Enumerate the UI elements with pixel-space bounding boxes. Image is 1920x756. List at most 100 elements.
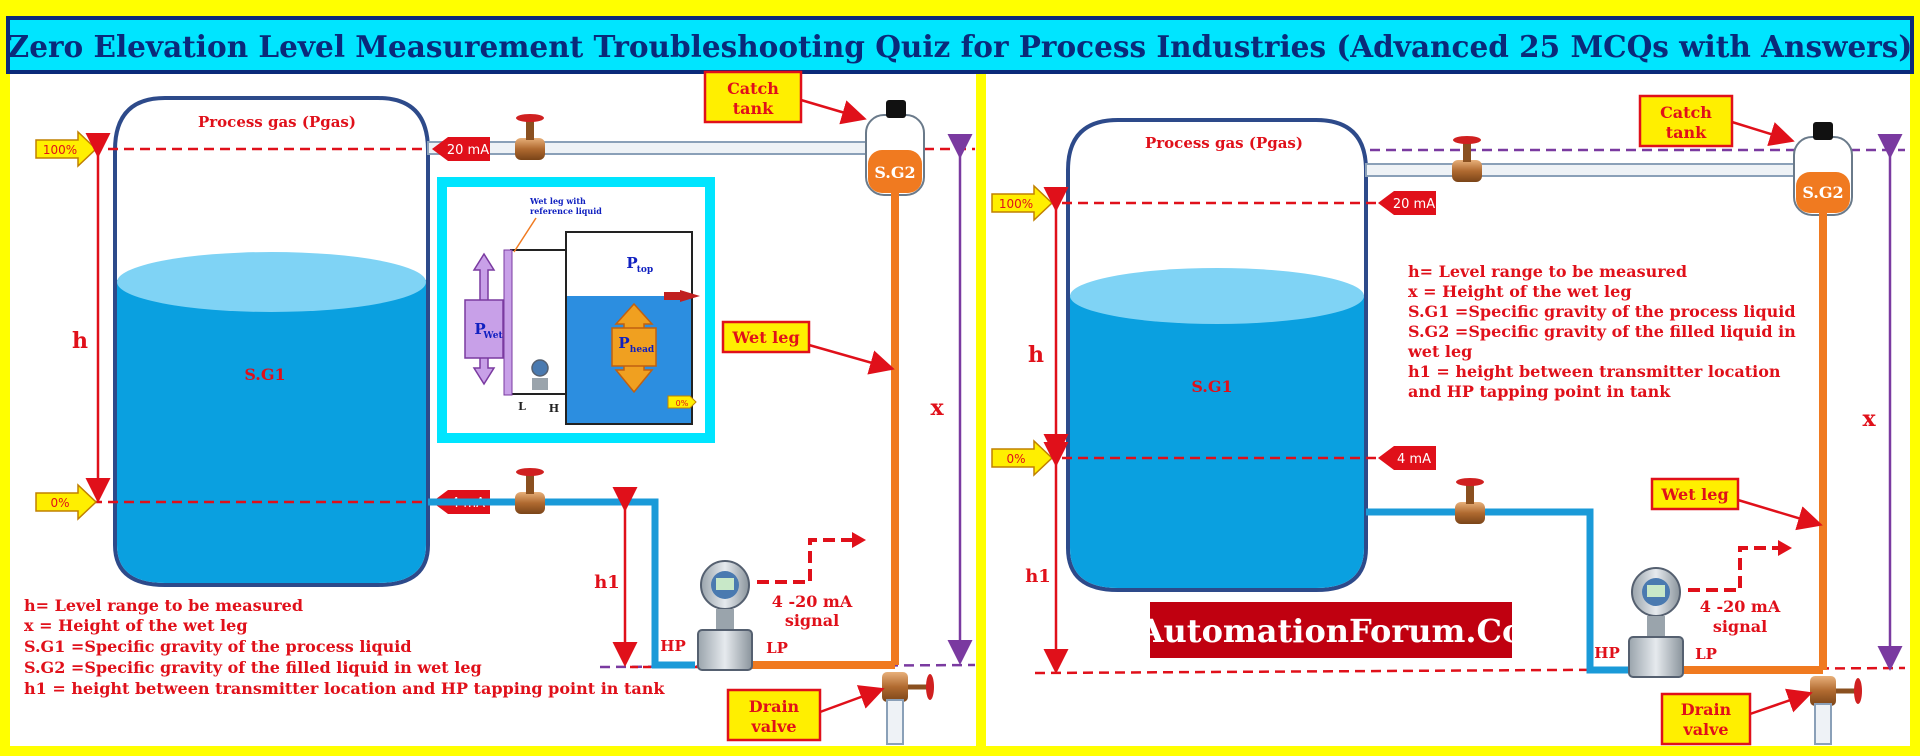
gas-pipe bbox=[1365, 163, 1815, 177]
signal-label-1: 4 -20 mA bbox=[1700, 597, 1781, 616]
legend-line: wet leg bbox=[1407, 342, 1472, 361]
drain-valve bbox=[882, 672, 934, 745]
ma-20-tag bbox=[1378, 191, 1436, 215]
wet-leg-pointer bbox=[1737, 498, 1823, 531]
transmitter-level-line bbox=[599, 663, 976, 669]
h1-label: h1 bbox=[1025, 566, 1051, 587]
p-wet-sub: Wet bbox=[482, 331, 503, 341]
catch-tank-label-1: Catch bbox=[1660, 103, 1712, 122]
tank-label: Process gas (Pgas) bbox=[198, 113, 356, 131]
inset-l-label: L bbox=[518, 400, 526, 413]
signal-label-2: signal bbox=[1713, 617, 1767, 636]
level-0-label: 0% bbox=[50, 496, 69, 510]
wet-leg-label: Wet leg bbox=[731, 328, 799, 347]
liquid-label: S.G1 bbox=[244, 365, 285, 384]
catch-tank-label-1: Catch bbox=[727, 79, 779, 98]
wet-leg-callout bbox=[721, 320, 811, 354]
drain-label-2: valve bbox=[1682, 720, 1728, 739]
ma-20-label: 20 mA bbox=[447, 143, 489, 158]
x-label: x bbox=[1862, 406, 1876, 432]
drain-label-1: Drain bbox=[1681, 700, 1732, 719]
sg2-label: S.G2 bbox=[874, 163, 915, 182]
inset-transmitter-base bbox=[532, 378, 548, 390]
dp-transmitter bbox=[697, 560, 753, 671]
signal-line bbox=[1688, 546, 1784, 592]
catch-tank-callout bbox=[1638, 94, 1734, 148]
drain-valve-callout bbox=[1660, 692, 1752, 746]
catch-tank-pointer bbox=[800, 98, 867, 125]
drain-label-1: Drain bbox=[749, 697, 800, 716]
drain-valve-callout bbox=[726, 688, 822, 742]
hp-label: HP bbox=[660, 637, 685, 655]
left-diagram: Process gas (Pgas) S.G1 100% 0% h 20 mA … bbox=[24, 70, 976, 745]
signal-line bbox=[757, 538, 858, 584]
right-diagram: Process gas (Pgas) S.G1 100% 0% h h1 20 … bbox=[991, 94, 1906, 746]
catch-tank-label-2: tank bbox=[1666, 123, 1707, 142]
x-label: x bbox=[930, 395, 944, 421]
note-pointer bbox=[513, 217, 537, 253]
wet-leg-note-2: reference liquid bbox=[530, 206, 602, 216]
process-liquid bbox=[117, 280, 426, 583]
drain-pointer bbox=[819, 685, 885, 714]
inset-zero-label: 0% bbox=[676, 399, 689, 408]
title-bar bbox=[6, 16, 1914, 74]
legend-line: x = Height of the wet leg bbox=[24, 616, 248, 635]
lower-isolation-valve bbox=[515, 468, 545, 514]
wet-leg-label: Wet leg bbox=[1660, 485, 1728, 504]
catch-tank: S.G2 bbox=[865, 100, 925, 196]
legend-line: S.G2 =Specific gravity of the filled liq… bbox=[24, 658, 482, 677]
right-legend: h= Level range to be measured x = Height… bbox=[1407, 262, 1796, 401]
tank-label: Process gas (Pgas) bbox=[1145, 134, 1303, 152]
signal-arrowhead bbox=[1778, 540, 1792, 556]
ma-4-label: 4 mA bbox=[1397, 452, 1431, 467]
hp-label: HP bbox=[1594, 644, 1619, 662]
page-title: Zero Elevation Level Measurement Trouble… bbox=[8, 29, 1913, 64]
sg2-label: S.G2 bbox=[1802, 183, 1843, 202]
p-top-sub: top bbox=[637, 265, 653, 275]
drain-pointer bbox=[1749, 688, 1813, 716]
inlet-arrow bbox=[664, 292, 682, 300]
legend-line: h= Level range to be measured bbox=[1408, 262, 1687, 281]
signal-arrowhead bbox=[852, 532, 866, 548]
ma-4-tag bbox=[1378, 446, 1436, 470]
level-100-tag bbox=[991, 184, 1054, 222]
level-0-tag bbox=[35, 483, 98, 521]
legend-line: h= Level range to be measured bbox=[24, 596, 303, 615]
catch-tank-callout bbox=[703, 70, 803, 124]
liquid-surface bbox=[117, 252, 426, 312]
inset-transmitter bbox=[531, 359, 549, 377]
liquid-surface bbox=[1070, 268, 1364, 324]
dp-transmitter bbox=[1628, 567, 1684, 678]
inset-h-label: H bbox=[549, 402, 559, 415]
p-top-label: P bbox=[626, 254, 637, 272]
legend-line: x = Height of the wet leg bbox=[1408, 282, 1632, 301]
signal-label-2: signal bbox=[785, 611, 839, 630]
h-label: h bbox=[1028, 342, 1044, 368]
legend-line: S.G1 =Specific gravity of the process li… bbox=[1408, 302, 1796, 321]
catch-tank-pointer bbox=[1731, 120, 1795, 147]
catch-tank-label-2: tank bbox=[733, 99, 774, 118]
level-100-label: 100% bbox=[999, 197, 1033, 211]
lower-isolation-valve bbox=[1455, 478, 1485, 524]
legend-line: S.G2 =Specific gravity of the filled liq… bbox=[1408, 322, 1796, 341]
legend-line: and HP tapping point in tank bbox=[1408, 382, 1671, 401]
level-100-label: 100% bbox=[43, 143, 77, 157]
process-liquid bbox=[1070, 295, 1364, 588]
upper-isolation-valve bbox=[1452, 136, 1482, 182]
lp-label: LP bbox=[1695, 645, 1717, 663]
inset-diagram: P Wet P head P top Wet leg with referenc… bbox=[437, 177, 715, 443]
h1-label: h1 bbox=[594, 572, 620, 593]
wet-leg-callout bbox=[1650, 477, 1740, 511]
ma-20-label: 20 mA bbox=[1393, 197, 1435, 212]
p-head-label: P bbox=[618, 334, 629, 352]
wet-leg-pointer bbox=[808, 343, 895, 375]
brand-banner bbox=[1150, 602, 1512, 658]
level-0-label: 0% bbox=[1006, 452, 1025, 466]
legend-line: h1 = height between transmitter location bbox=[1408, 362, 1781, 381]
level-0-tag bbox=[991, 439, 1054, 477]
signal-label-1: 4 -20 mA bbox=[772, 592, 853, 611]
drain-label-2: valve bbox=[750, 717, 796, 736]
drain-valve bbox=[1810, 676, 1862, 745]
p-head-sub: head bbox=[630, 345, 655, 355]
gas-pipe bbox=[427, 141, 879, 155]
